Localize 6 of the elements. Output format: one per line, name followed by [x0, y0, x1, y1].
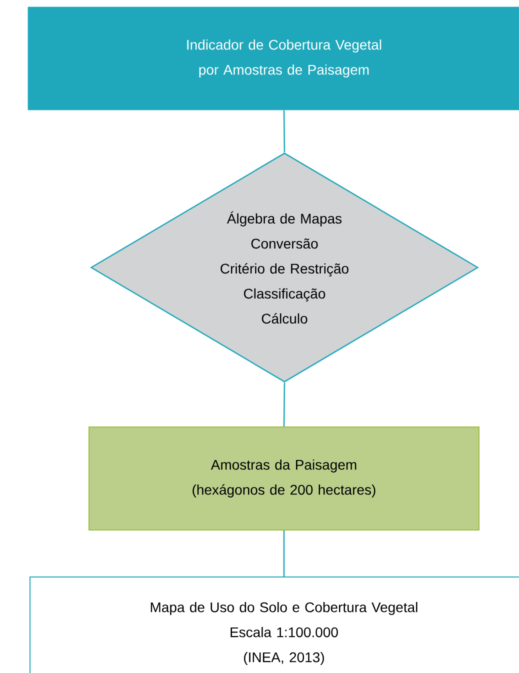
connector-line — [283, 382, 286, 426]
connector-line — [283, 530, 285, 576]
connector-line — [283, 110, 286, 152]
source-box: Mapa de Uso do Solo e Cobertura Vegetal Escala 1:100.000 (INEA, 2013) — [30, 576, 519, 673]
title-box: Indicador de Cobertura Vegetal por Amostras de Paisagem — [28, 6, 519, 110]
result-box: Amostras da Paisagem (hexágonos de 200 hectares) — [88, 426, 480, 530]
